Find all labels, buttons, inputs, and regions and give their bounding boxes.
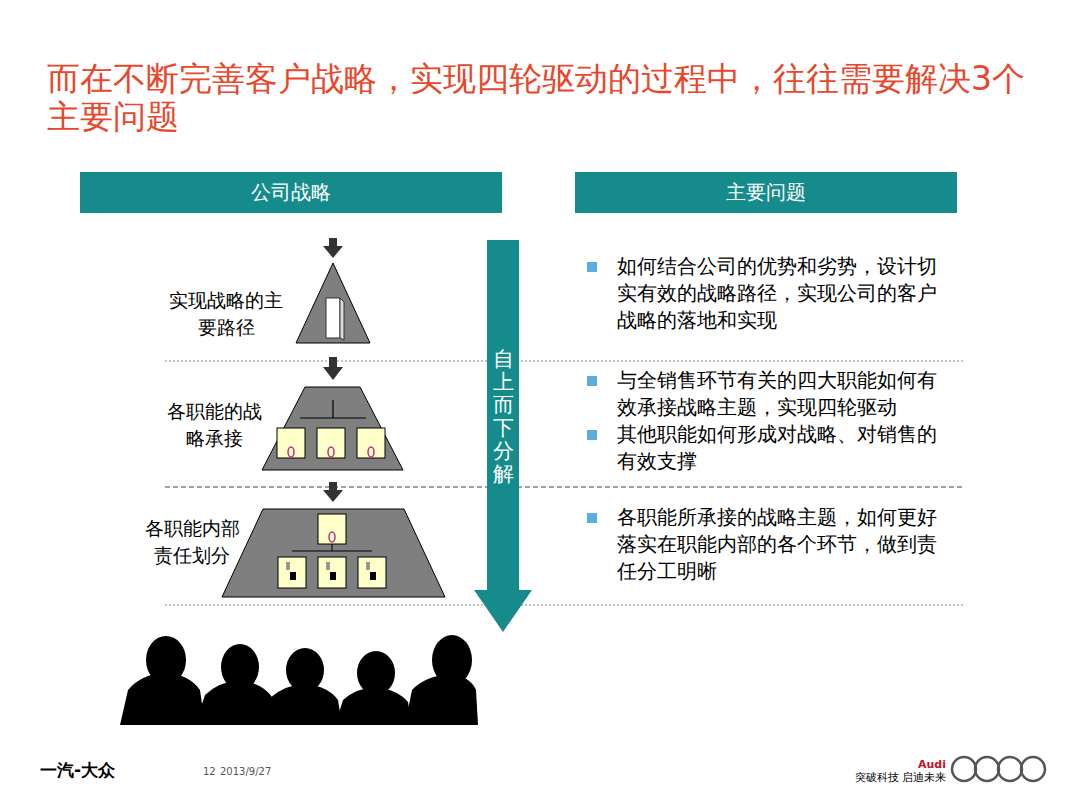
vertical-text: 自上而下分解 [493, 348, 514, 487]
header-text: 主要问题 [726, 179, 806, 206]
page-number: 12 [203, 766, 219, 778]
function-boxes [277, 428, 385, 458]
pyramid-middle [262, 387, 403, 470]
problem-text: 其他职能如何形成对战略、对销售的有效支撑 [617, 421, 939, 475]
separator [165, 605, 965, 606]
problem-text: 各职能所承接的战略主题，如何更好落实在职能内部的各个环节，做到责任分工明晰 [617, 504, 939, 585]
separator [165, 361, 965, 362]
brand-name: Audi [900, 758, 946, 771]
responsibility-boxes [278, 514, 386, 588]
pyramid-bottom [222, 509, 445, 597]
company-logo: 一汽-大众 [40, 760, 150, 780]
header-bar: 主要问题 [575, 172, 957, 213]
separator [165, 487, 965, 488]
book-icon [326, 298, 340, 338]
audi-rings [952, 757, 1045, 781]
decompose-arrow: 自上而下分解 [474, 240, 532, 632]
header-bar: 公司战略 [80, 172, 502, 213]
slogan: 突破科技 启迪未来 [828, 771, 946, 784]
pyramid-top [296, 263, 370, 343]
date: 2013/9/27 [220, 766, 290, 778]
header-text: 公司战略 [251, 179, 331, 206]
org-lines [300, 400, 366, 418]
level-label: 各职能内部责任划分 [136, 515, 248, 569]
level-label: 实现战略的主要路径 [160, 287, 292, 341]
problem-text: 如何结合公司的优势和劣势，设计切实有效的战略路径，实现公司的客户战略的落地和实现 [617, 253, 939, 334]
problem-text: 与全销售环节有关的四大职能如何有效承接战略主题，实现四轮驱动 [617, 367, 939, 421]
level-label: 各职能的战略承接 [158, 398, 270, 452]
bullet-squares [587, 262, 597, 523]
audience-silhouette [120, 635, 478, 725]
slide-title: 而在不断完善客户战略，实现四轮驱动的过程中，往往需要解决3个主要问题 [47, 60, 1047, 136]
